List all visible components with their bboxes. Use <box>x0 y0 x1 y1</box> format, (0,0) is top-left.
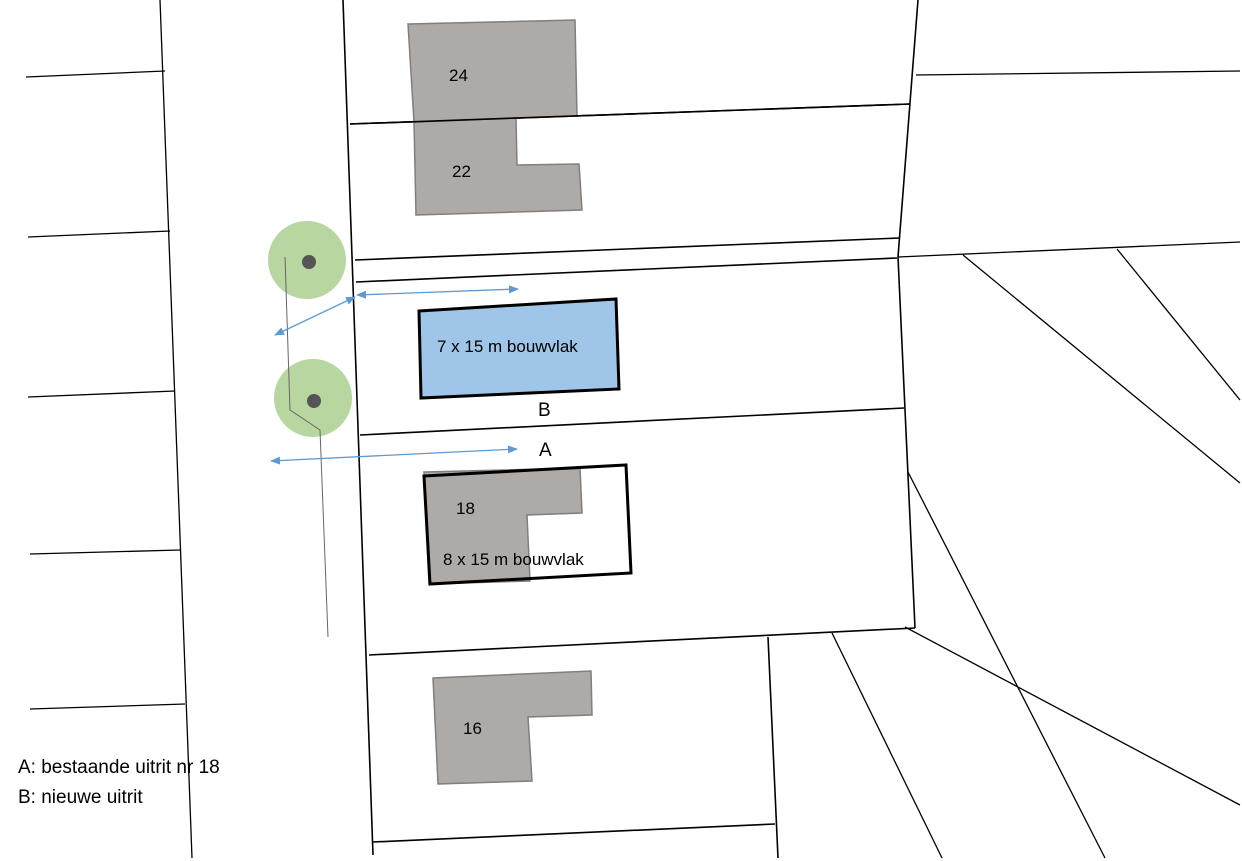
legend-a: A: bestaande uitrit nr 18 <box>18 757 220 778</box>
house-number-22: 22 <box>452 162 471 181</box>
existing-plot-label: 8 x 15 m bouwvlak <box>443 550 584 569</box>
house-number-24: 24 <box>449 66 468 85</box>
house-number-18: 18 <box>456 499 475 518</box>
arrow-b-lateral <box>274 296 356 336</box>
marker-a: A <box>539 440 552 461</box>
parcel-lines <box>25 0 1241 859</box>
house-16 <box>432 670 593 785</box>
house-24 <box>407 19 578 123</box>
driveway-arrows <box>270 285 519 465</box>
new-building-plot <box>417 297 621 400</box>
tree-north <box>268 221 346 299</box>
new-plot-label: 7 x 15 m bouwvlak <box>437 337 578 356</box>
arrow-a-width <box>270 445 518 465</box>
house-number-16: 16 <box>463 719 482 738</box>
marker-b: B <box>538 400 551 421</box>
parcel-line-24-22 <box>349 103 911 125</box>
existing-building-plot <box>422 463 633 586</box>
house-22 <box>413 117 583 216</box>
arrow-b-width <box>356 285 519 299</box>
utility-line <box>284 256 329 638</box>
tree-south <box>274 359 352 437</box>
legend-b: B: nieuwe uitrit <box>18 787 143 808</box>
